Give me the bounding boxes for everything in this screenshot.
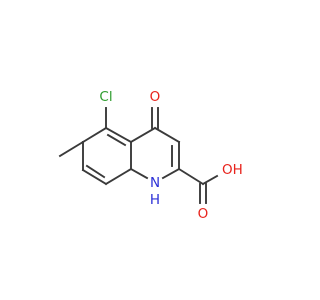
carbonyl-oxygen-label: O [198, 206, 209, 222]
bond-n1-c8a [129, 167, 149, 180]
bond-c8-c7 [81, 168, 108, 186]
bond-c4-c3 [153, 126, 181, 144]
bond-c2-cooh [177, 167, 205, 186]
bond-c2-n1 [161, 167, 181, 180]
bond-cooh-oh [201, 174, 219, 186]
bond-c8-c7-double [85, 164, 106, 179]
bond-c5-c4a-double [106, 133, 127, 147]
molecule-canvas: Cl O N H OH O [58, 89, 243, 222]
bond-c4a-c4 [129, 126, 157, 144]
nitrogen-hydrogen-label: H [150, 192, 160, 208]
hydroxyl-label: OH [222, 162, 243, 178]
bond-c5-c4a [104, 126, 133, 144]
keto-oxygen-label: O [150, 89, 161, 105]
structure-diagram: Cl O N H OH O [58, 89, 243, 222]
bond-c6-c5 [81, 126, 108, 144]
bond-c7-methyl [58, 140, 85, 158]
ring-nitrogen-label: N [150, 175, 160, 191]
chlorine-label: Cl [99, 89, 112, 105]
bond-c8a-c8 [104, 167, 133, 186]
